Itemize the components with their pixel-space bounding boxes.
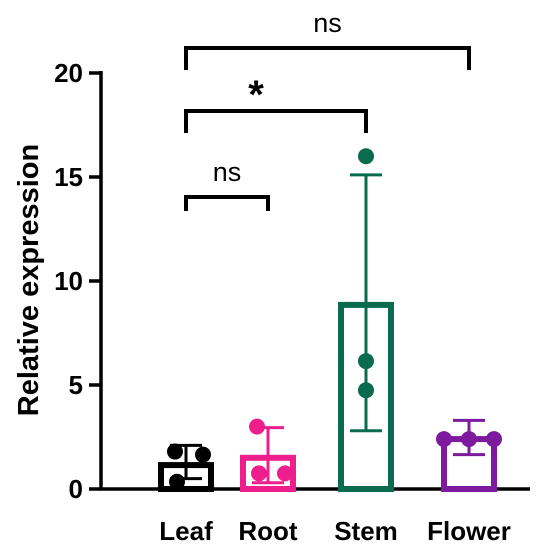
x-tick-label-flower: Flower bbox=[427, 516, 511, 546]
y-tick-label: 10 bbox=[54, 266, 83, 296]
data-point-flower bbox=[461, 431, 477, 448]
data-point-leaf bbox=[169, 473, 185, 490]
significance-brackets: ns * ns bbox=[184, 8, 471, 211]
bars-group: Leaf Root Stem Flower bbox=[158, 148, 511, 546]
data-point-root bbox=[249, 418, 265, 435]
data-point-leaf bbox=[167, 443, 183, 460]
x-tick-label-root: Root bbox=[238, 516, 298, 546]
data-point-leaf bbox=[195, 446, 211, 463]
data-point-root bbox=[251, 465, 267, 482]
significance-label: * bbox=[248, 73, 264, 117]
x-tick-label-leaf: Leaf bbox=[159, 516, 213, 546]
significance-label: ns bbox=[313, 8, 342, 38]
x-tick-label-stem: Stem bbox=[334, 516, 398, 546]
data-point-stem bbox=[358, 382, 374, 399]
y-tick-label: 20 bbox=[54, 58, 83, 88]
y-tick-label: 15 bbox=[54, 162, 83, 192]
y-tick-label: 0 bbox=[69, 474, 83, 504]
data-point-stem bbox=[358, 353, 374, 370]
significance-bracket bbox=[184, 46, 471, 70]
significance-label: ns bbox=[213, 157, 242, 187]
y-tick-label: 5 bbox=[69, 370, 83, 400]
data-point-flower bbox=[436, 431, 452, 448]
data-point-stem bbox=[358, 148, 374, 165]
significance-bracket bbox=[184, 109, 368, 133]
significance-bracket bbox=[184, 195, 270, 211]
data-point-root bbox=[277, 465, 293, 482]
data-point-flower bbox=[486, 431, 502, 448]
y-axis-label: Relative expression bbox=[13, 144, 45, 416]
